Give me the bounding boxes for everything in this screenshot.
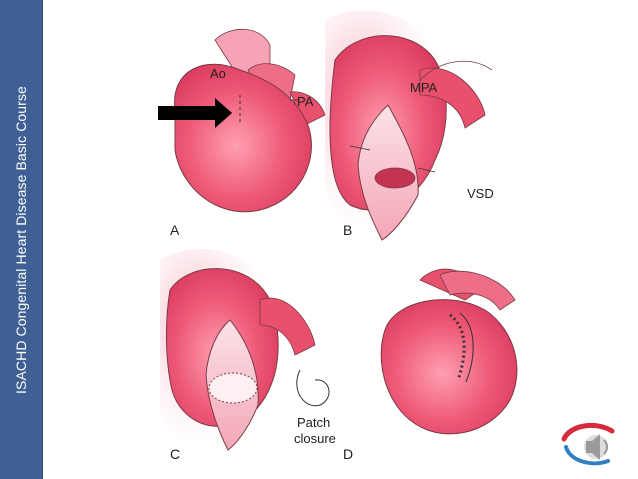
course-title: ISACHD Congenital Heart Disease Basic Co…	[13, 86, 29, 394]
vsd-repair-illustration	[158, 10, 518, 451]
panel-d-heart	[380, 268, 518, 435]
panel-a-heart	[158, 28, 326, 213]
panel-d-label: D	[343, 446, 354, 462]
panel-c-label: C	[170, 446, 181, 462]
pulmonary-artery-label: PA	[297, 94, 314, 109]
panel-c-heart	[160, 248, 330, 451]
aorta-label: Ao	[210, 66, 226, 81]
closure-label: closure	[294, 431, 336, 446]
patch-label: Patch	[297, 415, 331, 430]
panel-b-label: B	[343, 222, 353, 238]
vsd-label: VSD	[467, 186, 494, 201]
panel-a-label: A	[170, 222, 180, 238]
organization-logo	[561, 422, 615, 466]
panel-b-heart	[325, 10, 493, 241]
speaker-icon[interactable]	[586, 434, 608, 460]
sidebar: ISACHD Congenital Heart Disease Basic Co…	[0, 0, 43, 479]
indicator-arrow	[158, 98, 232, 128]
main-pulmonary-artery-label: MPA	[410, 80, 438, 95]
